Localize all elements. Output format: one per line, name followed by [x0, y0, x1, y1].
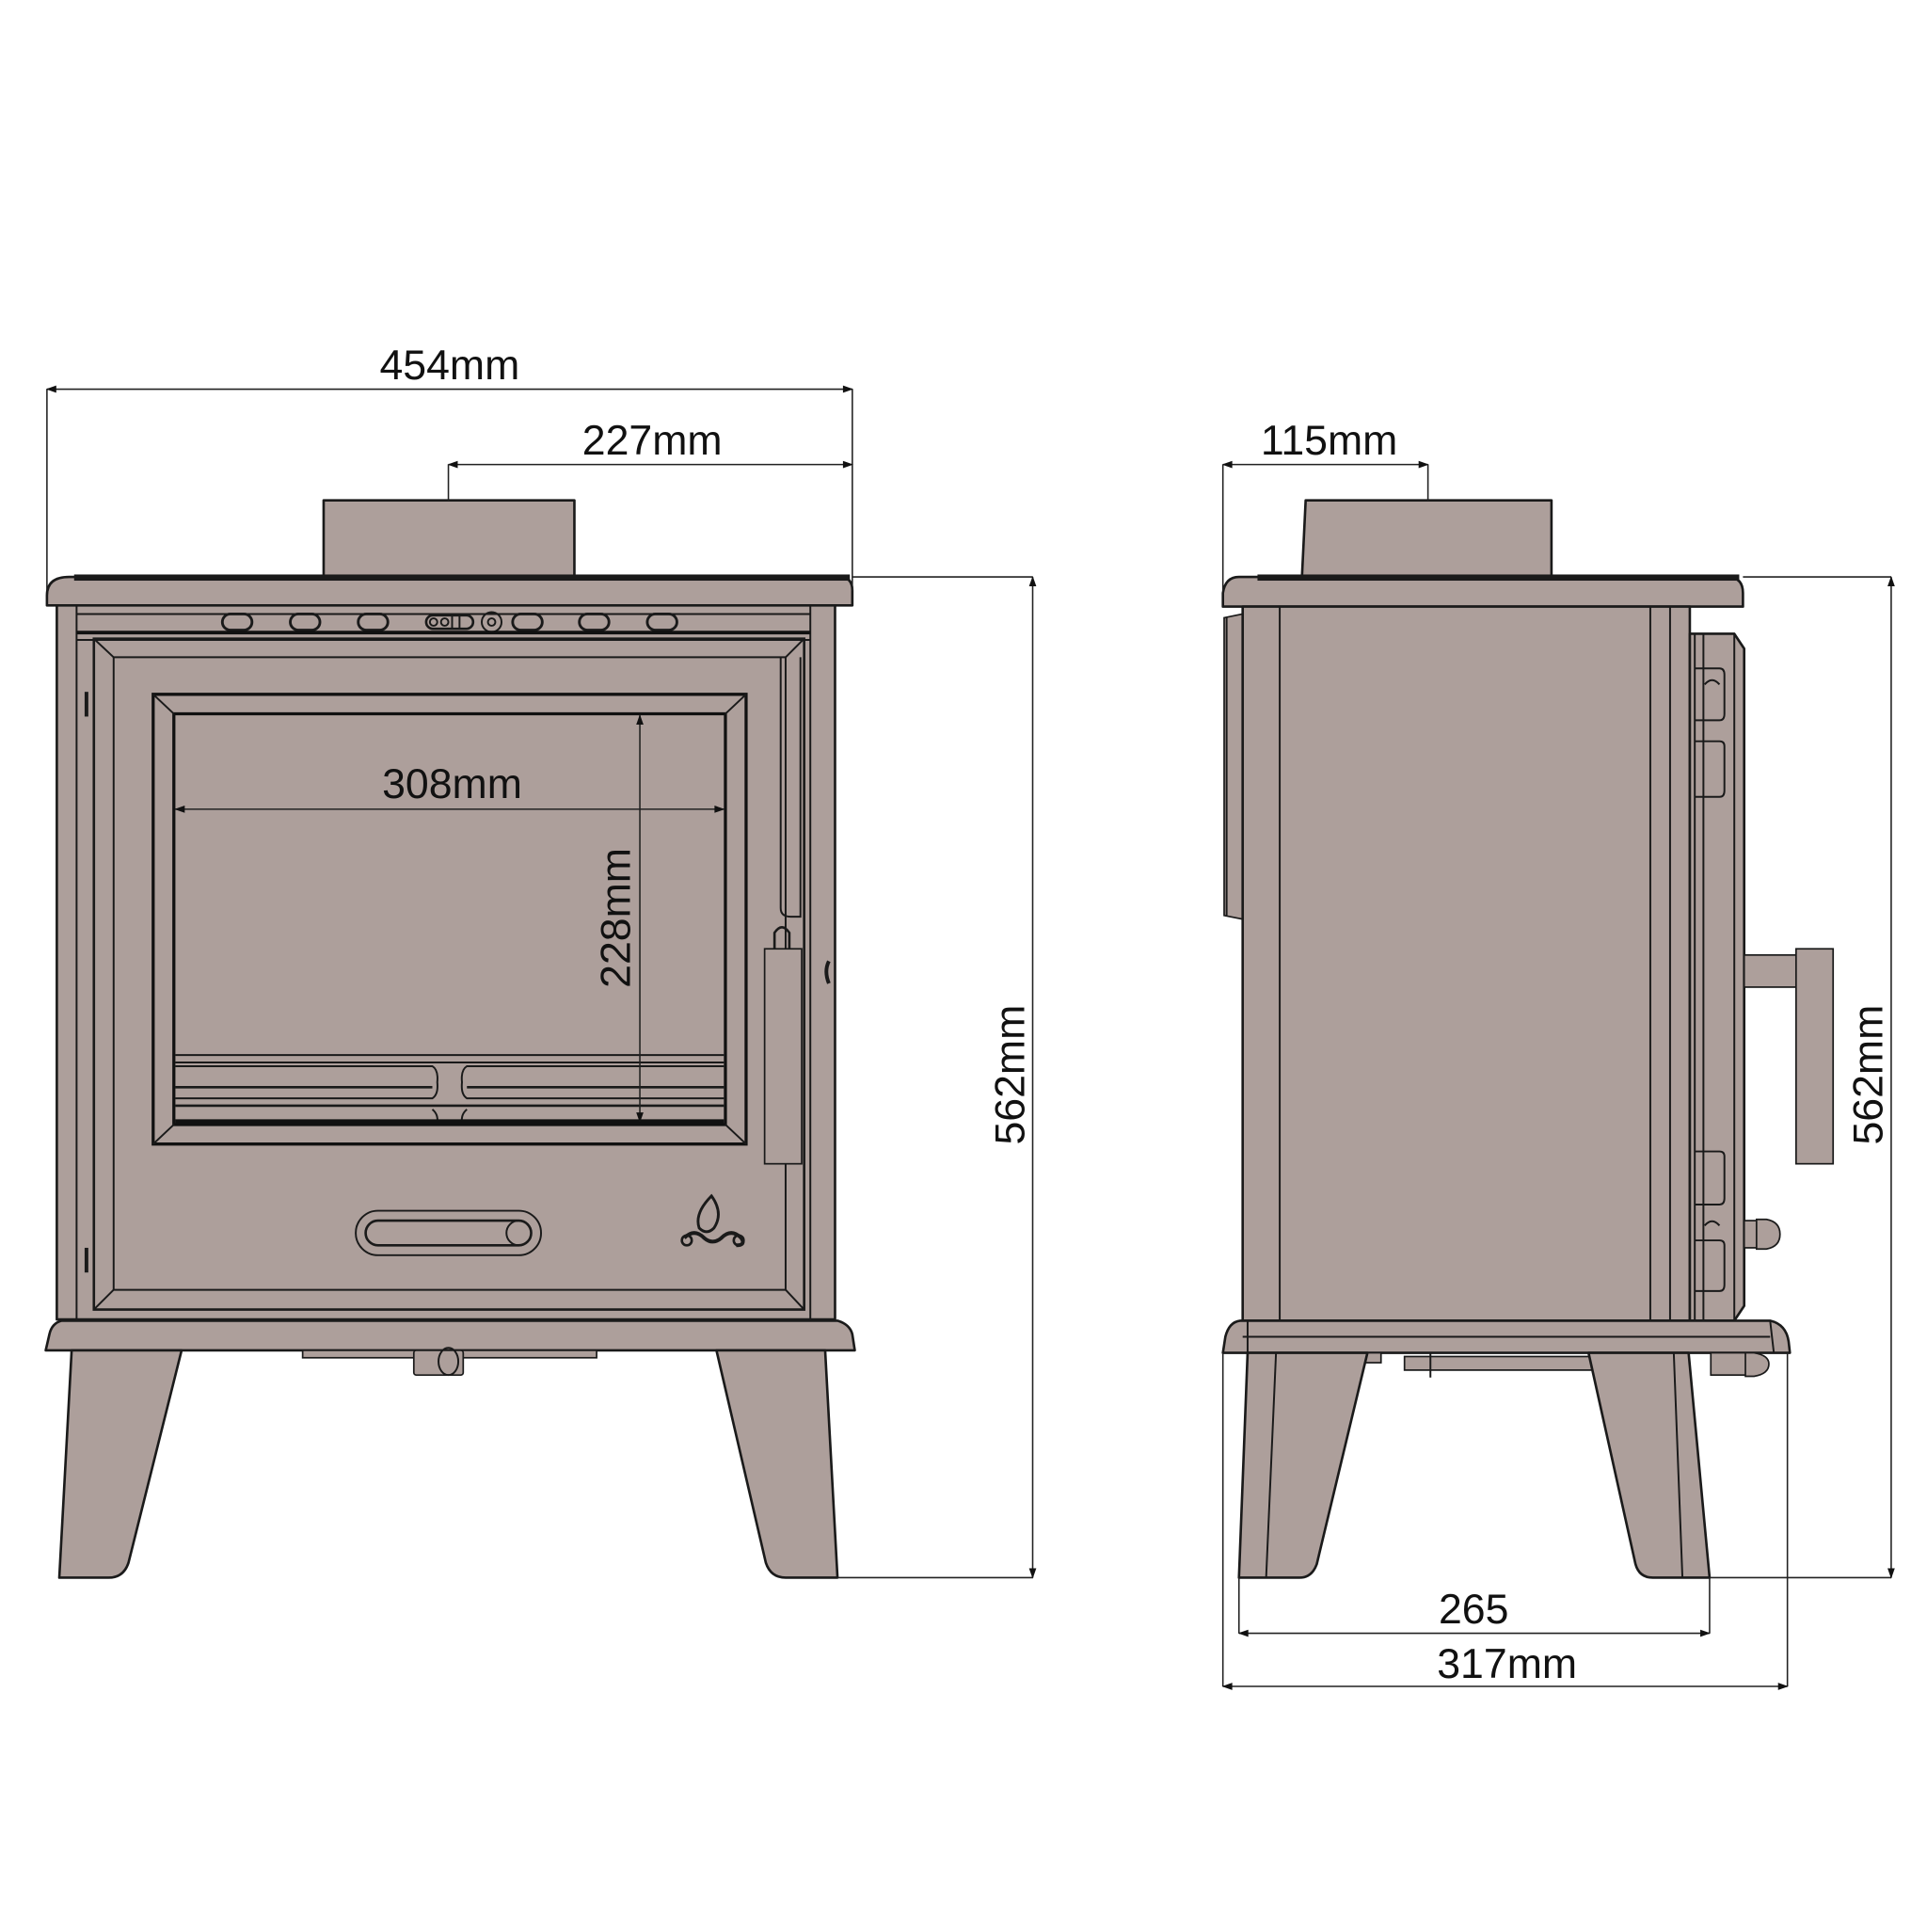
- side-door-handle[interactable]: [1743, 948, 1835, 1165]
- front-flue-collar: [322, 499, 576, 579]
- side-body: [1241, 605, 1692, 1322]
- side-ashpan-rail: [1362, 1351, 1770, 1378]
- side-leg-front: [1586, 1351, 1712, 1579]
- side-dimensions: 115mm 562mm 265 317mm: [1221, 418, 1895, 1690]
- side-door-profile: [1688, 632, 1746, 1322]
- lower-air-slider[interactable]: [355, 1209, 542, 1256]
- dim-overall-depth: 317mm: [1437, 1641, 1577, 1687]
- side-view: [1221, 499, 1835, 1579]
- fuel-retainer-bars: [175, 1054, 725, 1124]
- front-leg-left: [57, 1349, 183, 1579]
- air-vent: [645, 613, 678, 631]
- door-handle[interactable]: [763, 657, 831, 1165]
- front-dimensions: 454mm 227mm 308mm 228mm 562mm: [45, 343, 1037, 1579]
- front-top-plate: [45, 574, 854, 607]
- air-vent: [289, 613, 322, 631]
- air-vent: [511, 613, 544, 631]
- front-base-plinth: [44, 1319, 856, 1352]
- dim-glass-height: 228mm: [594, 848, 640, 988]
- air-vent-row: [76, 611, 811, 642]
- air-vent: [578, 613, 611, 631]
- door-hinge-pin: [824, 960, 831, 984]
- front-leg-right: [715, 1349, 839, 1579]
- dim-overall-width: 454mm: [379, 343, 519, 389]
- air-vent: [357, 613, 390, 631]
- side-flue-collar: [1300, 499, 1553, 579]
- front-view: [44, 499, 856, 1579]
- dim-side-overall-height: 562mm: [1846, 1005, 1892, 1145]
- dim-flue-from-back: 115mm: [1261, 418, 1397, 464]
- dim-leg-span: 265: [1439, 1587, 1508, 1633]
- dim-flue-offset: 227mm: [582, 418, 723, 464]
- flame-logo-icon: [680, 1193, 745, 1248]
- top-air-control-slider[interactable]: [424, 611, 502, 633]
- front-door[interactable]: [84, 637, 831, 1311]
- dim-front-overall-height: 562mm: [987, 1005, 1033, 1145]
- ashpan-handle[interactable]: [301, 1347, 597, 1377]
- side-top-plate: [1221, 574, 1744, 608]
- side-base-plinth: [1221, 1319, 1792, 1354]
- side-air-knob[interactable]: [1743, 1218, 1781, 1251]
- dim-glass-width: 308mm: [382, 761, 522, 807]
- side-leg-rear: [1237, 1351, 1369, 1579]
- air-vent: [220, 613, 254, 631]
